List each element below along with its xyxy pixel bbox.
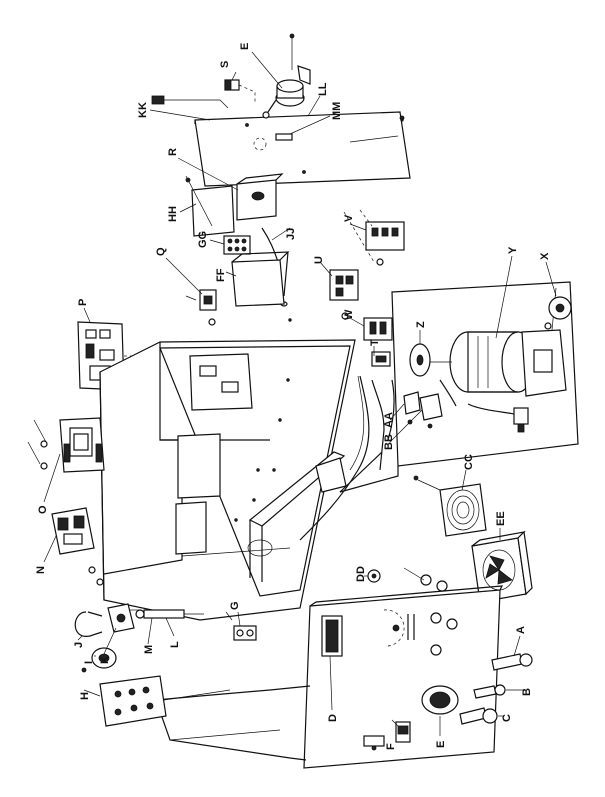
label-o: O [37, 505, 49, 514]
part-j-wire-loop [74, 611, 103, 637]
callout-labels: E S KK LL MM R HH GG JJ V Q FF U P W X Y… [35, 43, 551, 750]
label-p: P [77, 299, 89, 306]
label-g: G [229, 601, 241, 610]
label-cc: CC [463, 454, 475, 470]
label-ff: FF [215, 268, 227, 282]
label-kk: KK [137, 102, 149, 118]
label-jj: JJ [285, 228, 297, 240]
label-l: L [169, 641, 181, 648]
part-n-contactor [51, 507, 104, 586]
label-w: W [343, 309, 355, 320]
part-s-box [224, 79, 256, 104]
label-b: B [521, 688, 533, 696]
part-e-knob [421, 685, 459, 715]
part-t-connectors [371, 351, 395, 471]
label-bb: BB [383, 434, 395, 450]
part-g-bracket [225, 611, 257, 641]
part-h-terminal-strip [99, 675, 231, 727]
part-q-switch [185, 289, 217, 326]
part-v-relay [343, 209, 405, 266]
label-e-bottom: E [435, 741, 447, 748]
label-c: C [501, 714, 513, 722]
label-x: X [539, 252, 551, 260]
part-kk-connector [151, 95, 404, 122]
label-i: I [83, 661, 95, 664]
part-i-cap [81, 647, 117, 673]
part-l-m-heater [130, 609, 204, 619]
parts-a-b-c-hardware [459, 653, 533, 725]
label-f: F [385, 743, 397, 750]
main-chassis [99, 318, 370, 621]
label-h: H [79, 692, 91, 700]
label-dd: DD [355, 566, 367, 582]
label-k: K [99, 656, 111, 664]
part-w-relay [363, 317, 393, 341]
part-dd-nut [367, 569, 381, 583]
front-trim [155, 685, 311, 761]
label-v: V [343, 214, 355, 222]
label-u: U [313, 256, 325, 264]
part-ff-box [231, 251, 290, 307]
label-y: Y [507, 246, 519, 254]
part-d-screw [371, 745, 377, 751]
part-ee-fan [471, 530, 533, 603]
label-e-top: E [239, 43, 251, 50]
label-d: D [327, 714, 339, 722]
label-mm: MM [331, 102, 343, 120]
leader-lines [43, 51, 557, 736]
label-a: A [515, 626, 527, 634]
part-cc-fan-guard [413, 475, 487, 537]
part-hh-cover [185, 175, 235, 237]
label-z: Z [415, 321, 427, 328]
label-q: Q [155, 247, 167, 256]
part-r-module [236, 173, 284, 221]
part-gg-terminal-block [223, 235, 251, 255]
label-r: R [167, 148, 179, 156]
label-aa: AA [383, 412, 395, 428]
thermostat-assembly [262, 33, 311, 119]
front-panel [303, 567, 504, 769]
label-hh: HH [167, 206, 179, 222]
part-o-transformer [27, 417, 105, 473]
motor-detail-inset [339, 281, 579, 493]
label-j: J [73, 642, 85, 648]
label-n: N [35, 566, 47, 574]
label-m: M [143, 645, 155, 654]
part-f-switch [395, 721, 411, 743]
part-k-socket [107, 603, 135, 633]
part-u-relay [329, 269, 359, 320]
label-s: S [219, 61, 231, 68]
label-ee: EE [495, 511, 507, 526]
rear-panel [194, 111, 411, 187]
label-t: T [369, 339, 381, 346]
label-gg: GG [197, 231, 209, 248]
label-ll: LL [317, 82, 329, 96]
